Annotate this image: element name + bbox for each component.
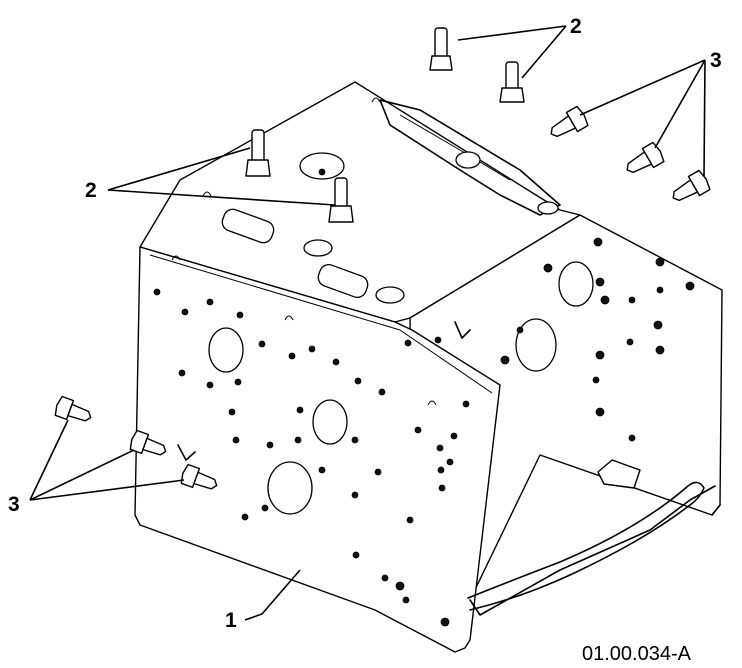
top-slot-1	[221, 208, 275, 244]
top-hole-4	[537, 201, 559, 215]
stud-group	[245, 27, 525, 223]
bolt-left-3	[180, 463, 218, 490]
clip-4	[427, 400, 437, 406]
bottom-tube-lower	[469, 504, 691, 611]
callout-frame: 1	[225, 609, 237, 632]
top-hole-2	[375, 286, 405, 304]
right-tab	[597, 459, 641, 489]
front-large-hole-2	[312, 399, 348, 445]
right-large-hole-1	[558, 261, 594, 307]
clip-5	[371, 97, 381, 103]
bolt-left-1	[54, 395, 92, 422]
top-hole-3	[455, 151, 481, 169]
right-small-holes	[434, 237, 695, 442]
stud-top-right	[499, 61, 525, 103]
bottom-tube-upper	[467, 481, 705, 599]
leader-lines	[29, 25, 706, 621]
bolt-left-2	[129, 429, 167, 456]
callout-bolts-right: 3	[710, 49, 722, 72]
stud-mid-left	[245, 129, 271, 177]
figure-id: 01.00.034-A	[582, 643, 692, 665]
front-small-holes	[153, 288, 470, 627]
bolt-top-2	[626, 141, 665, 174]
front-clip	[177, 444, 196, 461]
front-large-hole-3	[267, 461, 313, 515]
top-channel	[379, 99, 561, 216]
top-channel-inner	[399, 114, 511, 181]
bolt-top-3	[672, 169, 711, 202]
right-panel-flange	[469, 485, 716, 616]
clip-3	[284, 315, 294, 321]
top-boss	[299, 152, 345, 180]
stud-mid-right	[328, 177, 354, 223]
frame-top-panel	[139, 81, 581, 323]
callout-studs-left: 2	[85, 179, 97, 202]
callout-studs-top: 2	[570, 15, 582, 38]
callout-bolts-left: 3	[8, 493, 20, 516]
bolt-top-1	[550, 105, 589, 138]
bolt-group	[54, 105, 711, 490]
front-fold-line-2	[399, 329, 493, 394]
front-large-hole-1	[208, 327, 244, 373]
right-clip	[454, 321, 471, 339]
front-fold-line	[149, 254, 401, 331]
frame-weldment	[134, 81, 723, 653]
clip-1	[202, 191, 212, 197]
right-large-hole-2	[515, 318, 557, 372]
top-hole-1	[303, 239, 333, 257]
stud-top-left	[429, 27, 453, 71]
top-slot-2	[317, 263, 369, 299]
right-panel-flange-edge	[711, 504, 721, 516]
top-boss-center	[318, 168, 326, 176]
clip-2	[171, 255, 181, 261]
